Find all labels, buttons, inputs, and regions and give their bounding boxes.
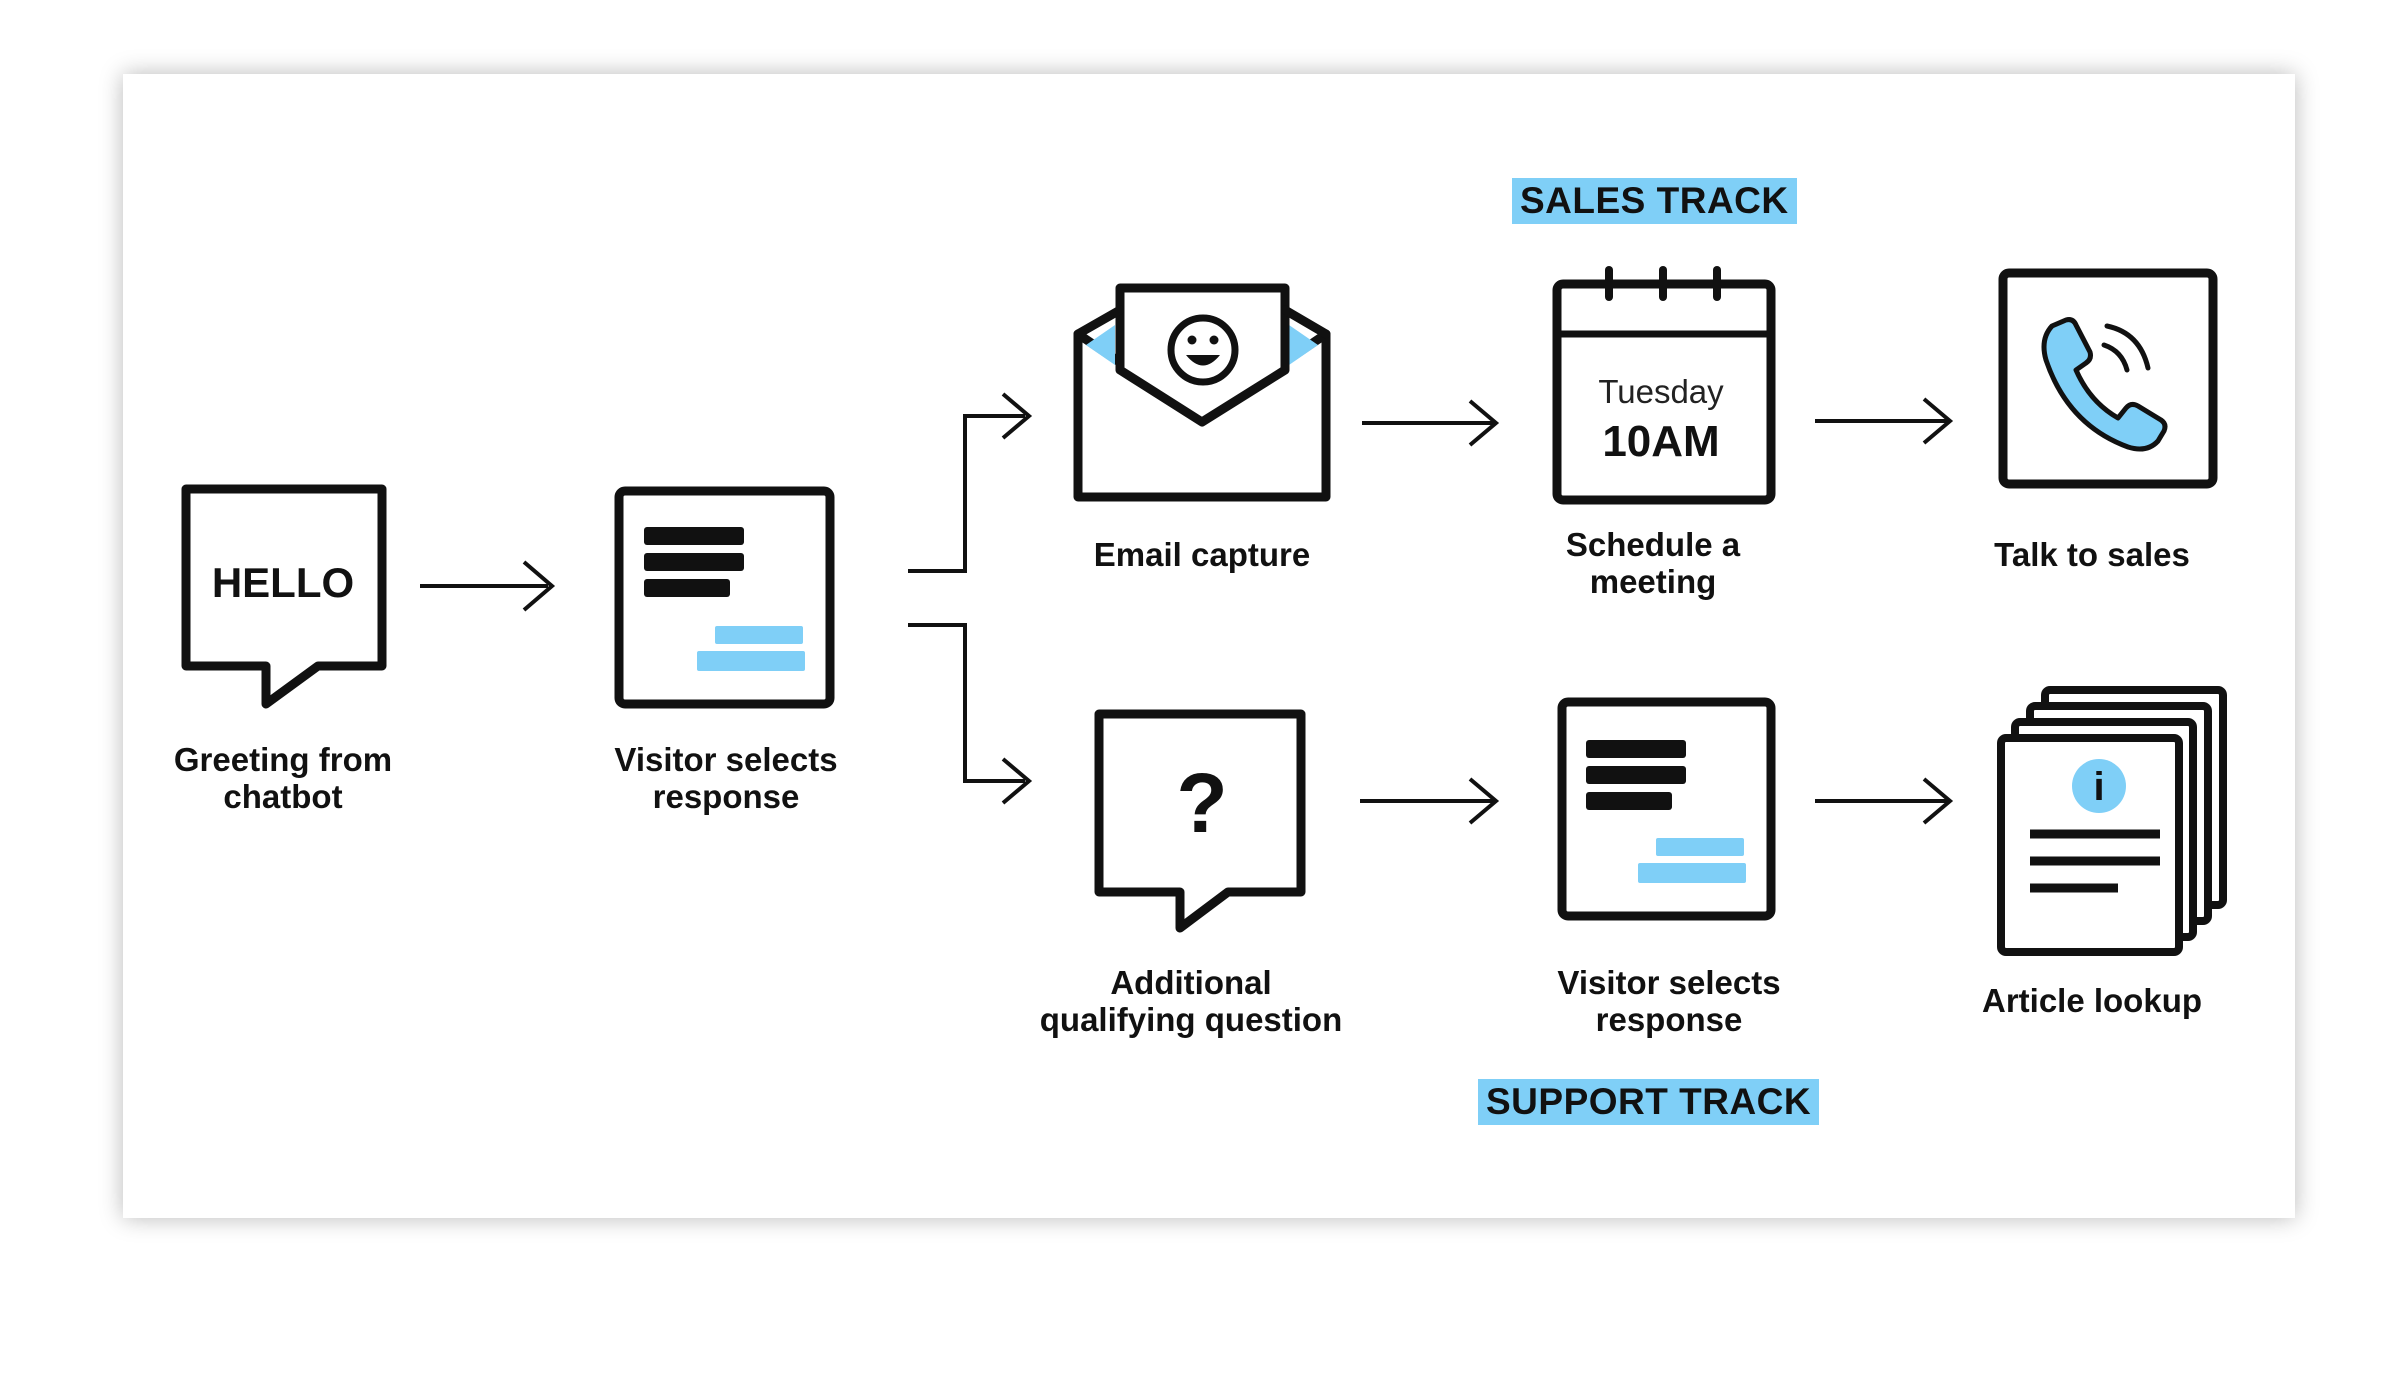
- question-mark-icon: ?: [1176, 756, 1227, 850]
- connector-email-to-schedule: [1362, 399, 1500, 447]
- label-visitor-response-2: Visitor selects response: [1557, 964, 1781, 1038]
- connector-question-to-response: [1360, 777, 1500, 825]
- smiley-icon: [1167, 314, 1239, 386]
- hello-text: HELLO: [212, 559, 354, 606]
- label-talk-to-sales: Talk to sales: [1994, 536, 2190, 573]
- connector-greeting-to-response: [420, 560, 556, 612]
- support-track-badge: SUPPORT TRACK: [1478, 1079, 1820, 1125]
- documents-info-icon: i: [1997, 686, 2227, 956]
- label-schedule-meeting: Schedule a meeting: [1565, 526, 1741, 600]
- label-qualifying-question: Additional qualifying question: [1039, 964, 1343, 1038]
- connector-branch-sales: [908, 392, 1033, 573]
- label-greeting: Greeting from chatbot: [173, 741, 393, 815]
- question-bubble-icon: ?: [1094, 709, 1306, 933]
- sales-track-badge: SALES TRACK: [1512, 178, 1797, 224]
- calendar-day-text: Tuesday: [1598, 373, 1724, 410]
- chat-window-icon: [614, 486, 835, 709]
- label-article-lookup: Article lookup: [1981, 982, 2203, 1019]
- connector-response-to-article: [1815, 777, 1954, 825]
- envelope-icon: [1073, 283, 1331, 502]
- connector-schedule-to-sales: [1815, 397, 1954, 445]
- calendar-time-text: 10AM: [1602, 417, 1719, 466]
- speech-bubble-icon: HELLO: [181, 484, 387, 709]
- connector-branch-support: [908, 623, 1033, 805]
- label-email-capture: Email capture: [1093, 536, 1311, 573]
- info-icon: i: [2093, 765, 2104, 809]
- diagram-card: [123, 74, 2295, 1218]
- label-visitor-response-1: Visitor selects response: [614, 741, 838, 815]
- phone-icon: [1998, 268, 2218, 489]
- chat-window-icon: [1557, 697, 1776, 921]
- calendar-icon: Tuesday 10AM: [1552, 266, 1776, 505]
